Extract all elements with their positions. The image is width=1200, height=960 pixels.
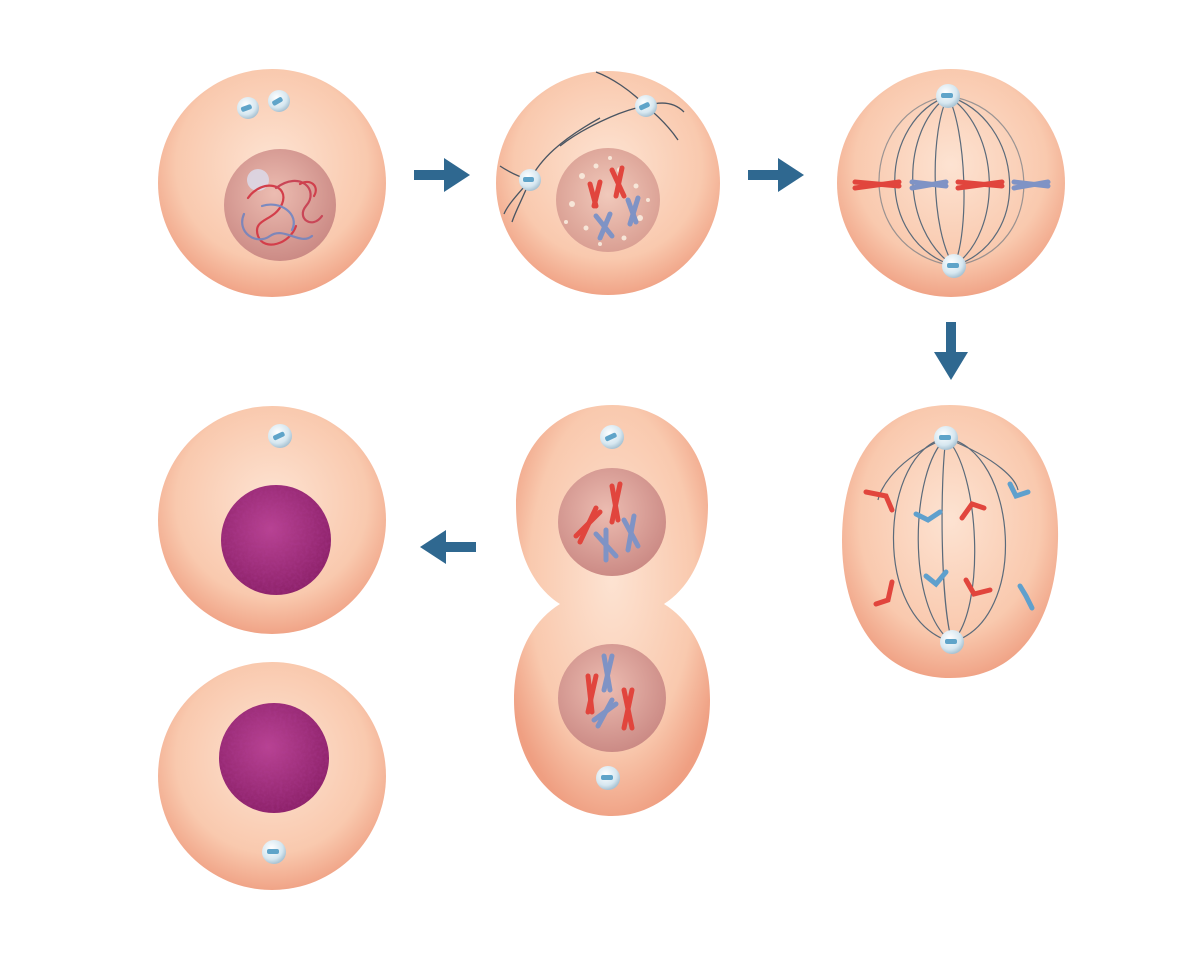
chromosome-blue (591, 653, 619, 729)
chromosome-blue (593, 513, 641, 563)
arrow-right-icon (414, 158, 470, 192)
stage-daughter-cells (158, 406, 386, 890)
nucleus-texture (219, 703, 329, 813)
metaphase-centrosomes (936, 84, 966, 278)
daughter-cell-top (158, 406, 386, 634)
telophase-centrosomes (596, 425, 624, 790)
telophase-chromosomes-bottom (585, 653, 635, 731)
interphase-centrosomes (237, 90, 290, 119)
metaphase-cell-membrane (837, 69, 1065, 297)
telophase-cell-membrane (514, 405, 710, 816)
chromosome-red (573, 481, 623, 545)
chromosome-red (863, 489, 993, 607)
chromosome-blue (593, 195, 641, 241)
arrow-down-icon (934, 322, 968, 380)
anaphase-chromosomes (863, 481, 1035, 611)
stage-anaphase (842, 405, 1059, 678)
chromosome-red (585, 673, 635, 731)
chromosome-red (587, 165, 627, 209)
stage-metaphase (837, 69, 1065, 297)
anaphase-centrosomes (934, 426, 964, 654)
prophase-nucleus-texture (564, 156, 650, 246)
chromosome-red (852, 179, 1005, 191)
stage-prophase (496, 71, 720, 295)
daughter-cell-bottom (158, 662, 386, 890)
metaphase-chromosomes (852, 179, 1051, 191)
nucleus-texture (221, 485, 331, 595)
prophase-centrosomes (519, 95, 657, 191)
stage-telophase (514, 405, 710, 816)
telophase-chromosomes-top (573, 481, 641, 563)
chromosome-blue (913, 481, 1035, 611)
arrow-right-icon (748, 158, 804, 192)
arrow-left-icon (420, 530, 476, 564)
prophase-nucleus (556, 148, 660, 252)
anaphase-cell-membrane (842, 405, 1059, 678)
prophase-chromosomes (587, 165, 641, 241)
interphase-chromatin (241, 180, 324, 246)
chromosome-blue (909, 179, 1051, 191)
stage-interphase (158, 69, 386, 297)
